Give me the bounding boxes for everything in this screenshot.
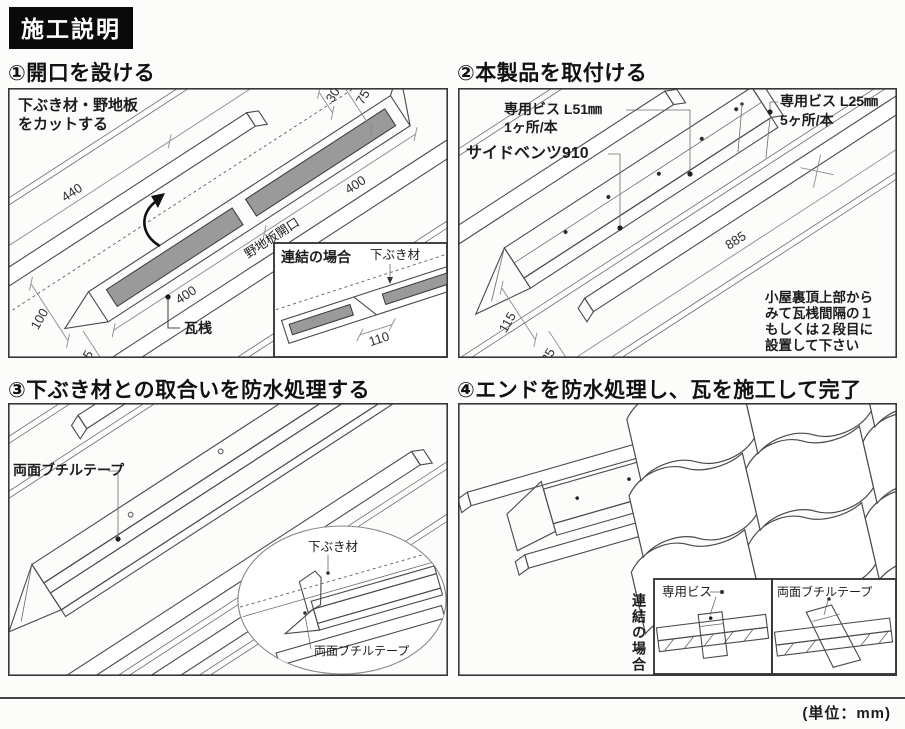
note-line3: もしくは２段目に bbox=[765, 321, 873, 337]
underlayment-arrowhead bbox=[387, 277, 393, 284]
step3-heading: ③下ぶき材との取合いを防水処理する bbox=[8, 379, 371, 402]
side-vent-product bbox=[8, 403, 448, 633]
panel2-border bbox=[458, 88, 897, 358]
dim-75: 75 bbox=[353, 88, 373, 107]
step3-figure: 両面ブチルテープ 下ぶき材 両面ブチルテープ bbox=[8, 403, 448, 676]
joint-inset-box bbox=[273, 242, 448, 358]
tile-batten-lower bbox=[99, 88, 448, 358]
side-vent-product bbox=[474, 88, 785, 316]
dim-115-35: 115 35 bbox=[496, 280, 572, 358]
roof-sheathing-lines bbox=[458, 88, 897, 358]
tape-inset-drawing bbox=[773, 597, 894, 668]
screw-inset-drawing bbox=[655, 596, 770, 659]
tile-batten-upper bbox=[458, 88, 687, 358]
screw51-callout: 専用ビス L51㎜ 1ヶ所/本 bbox=[504, 101, 693, 177]
dim-65: 65 bbox=[76, 348, 96, 358]
inset-underlayment-label: 下ぶき材 bbox=[308, 540, 358, 554]
underlayment-label: 下ぶき材 bbox=[370, 248, 420, 262]
step1-figure: 440 440 400 野地板開口 400 bbox=[8, 88, 448, 358]
butyl-tape-callout: 両面ブチルテープ bbox=[13, 462, 125, 542]
dim-30: 30 bbox=[323, 88, 343, 105]
connection-case-label: 連結の場合 bbox=[631, 592, 647, 673]
fold-line bbox=[8, 88, 369, 331]
dim-885-label: 885 bbox=[722, 228, 748, 252]
dim-100-65: 100 65 bbox=[27, 276, 108, 358]
butyl-tape-label: 両面ブチルテープ bbox=[13, 462, 125, 478]
step2-figure: 885 115 35 専用ビス L51㎜ 1ヶ所/本 専用ビス L25㎜ 5ヶ所… bbox=[458, 88, 897, 358]
note-line2: みて瓦桟間隔の１ bbox=[765, 305, 873, 321]
screw-inset-dot bbox=[720, 590, 724, 594]
tile-batten-upper bbox=[70, 403, 448, 440]
joint-inset-title: 連結の場合 bbox=[281, 249, 352, 265]
step4-heading: ④エンドを防水処理し、瓦を施工して完了 bbox=[457, 379, 862, 402]
cut-note-line1: 下ぶき材・野地板 bbox=[18, 96, 139, 114]
product-callout: サイドベンツ910 bbox=[466, 144, 623, 231]
dim-35-label: 35 bbox=[538, 345, 558, 358]
panel1-border bbox=[8, 88, 448, 358]
batten-label: 瓦桟 bbox=[184, 320, 212, 336]
p2-isometric-drawing: 885 115 35 bbox=[458, 88, 897, 358]
p1-isometric-drawing: 440 440 400 野地板開口 400 bbox=[8, 88, 448, 358]
tape-inset-box bbox=[771, 578, 897, 675]
joint-inset-drawing: 110 bbox=[274, 248, 447, 349]
screw-inset-box bbox=[653, 578, 773, 675]
step4-figure: 連結の場合 専用ビス bbox=[458, 403, 897, 676]
batten-callout: 瓦桟 bbox=[165, 294, 212, 336]
note-line4: 設置して下さい bbox=[765, 337, 859, 353]
step2-heading: ②本製品を取付ける bbox=[457, 62, 648, 85]
dim-115-label: 115 bbox=[496, 310, 519, 335]
screw25-label-line1: 専用ビス L25㎜ bbox=[780, 93, 878, 109]
cut-note-line2: をカットする bbox=[18, 116, 108, 133]
screw-inset-label: 専用ビス bbox=[662, 585, 712, 599]
unit-note: (単位：mm) bbox=[802, 705, 891, 722]
dim-30-75: 30 75 bbox=[317, 88, 374, 137]
note-line1: 小屋裏頂上部から bbox=[765, 289, 873, 305]
sheathing-opening bbox=[63, 88, 411, 330]
flip-arrow bbox=[143, 198, 161, 248]
tile-batten-lower bbox=[577, 88, 897, 323]
tile-batten-upper bbox=[8, 110, 269, 358]
panel4-border bbox=[458, 403, 897, 676]
panel3-border bbox=[8, 403, 448, 676]
detail-inset-drawing: 下ぶき材 両面ブチルテープ bbox=[239, 540, 446, 667]
inset-tape-label: 両面ブチルテープ bbox=[314, 643, 409, 658]
tape-inset-label: 両面ブチルテープ bbox=[777, 584, 872, 599]
screw51-label-line1: 専用ビス L51㎜ bbox=[504, 101, 602, 117]
footer-rule bbox=[0, 697, 905, 699]
screw51-label-line2: 1ヶ所/本 bbox=[504, 119, 559, 135]
page-title: 施工説明 bbox=[9, 7, 133, 49]
dim-440-a: 440 bbox=[59, 180, 85, 204]
flip-arrow-head bbox=[151, 193, 165, 208]
dim-110: 110 bbox=[367, 328, 391, 349]
placement-note: 小屋裏頂上部から みて瓦桟間隔の１ もしくは２段目に 設置して下さい bbox=[765, 289, 873, 353]
product-name-label: サイドベンツ910 bbox=[466, 144, 589, 162]
screw25-callout: 専用ビス L25㎜ 5ヶ所/本 bbox=[737, 93, 878, 159]
screw25-label-line2: 5ヶ所/本 bbox=[780, 112, 835, 128]
step1-heading: ①開口を設ける bbox=[8, 62, 156, 85]
detail-inset-circle bbox=[237, 525, 447, 675]
